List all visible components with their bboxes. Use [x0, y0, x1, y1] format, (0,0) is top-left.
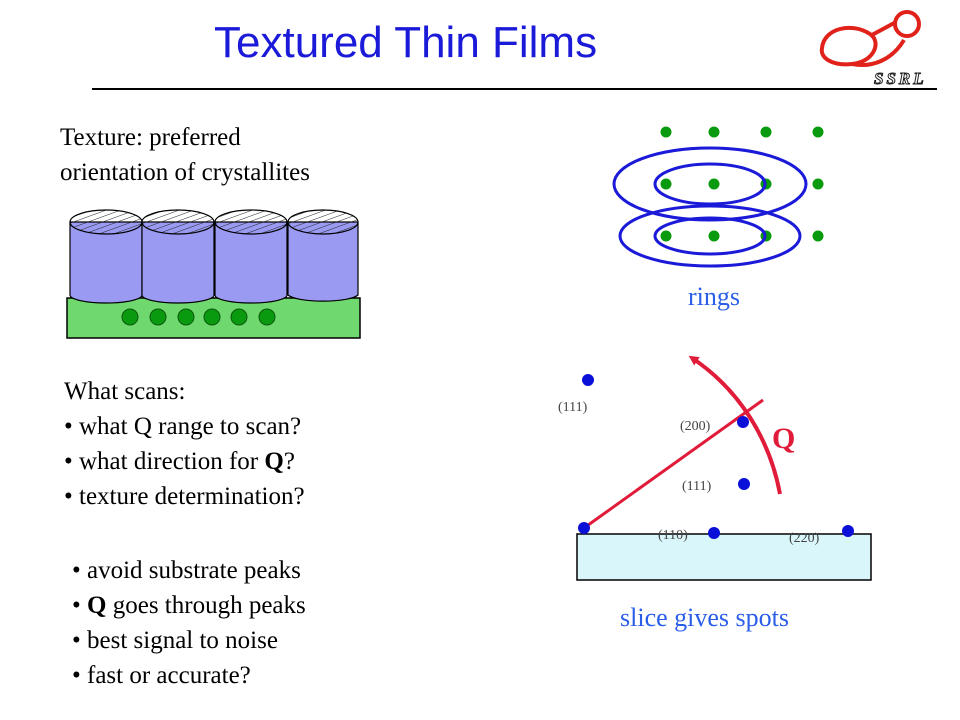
definition-line-2: orientation of crystallites: [60, 159, 310, 186]
crystallite-diagram: [66, 209, 361, 339]
spot-origin: [578, 522, 590, 534]
scans-heading: What scans:: [64, 378, 186, 405]
substrate-atom: [177, 308, 195, 326]
rings-diagram: [612, 126, 824, 268]
substrate-atom: [203, 308, 221, 326]
definition-line-1: Texture: preferred: [60, 124, 241, 151]
answer-item: • avoid substrate peaks: [72, 557, 301, 584]
texture-definition: Texture: preferred orientation of crysta…: [60, 120, 310, 190]
slice-diagram: (111) (200) (111) (110) (220) Q: [558, 355, 872, 581]
spot-111: [738, 478, 750, 490]
logo-ring-icon: [819, 10, 921, 67]
ring-inner-lower: [653, 216, 767, 256]
title-divider: [92, 88, 937, 90]
q-vector-line: [583, 398, 764, 530]
ring-lattice-dots: [660, 126, 824, 242]
scans-block: What scans: • what Q range to scan? • wh…: [64, 374, 305, 514]
spot-200: [737, 416, 749, 428]
slice-label: slice gives spots: [620, 603, 789, 632]
lattice-dot: [660, 178, 672, 190]
answer-item: • best signal to noise: [72, 627, 278, 654]
lattice-dot: [812, 230, 824, 242]
grain-2: [141, 209, 215, 304]
spot-111-top: [582, 374, 594, 386]
grain-3: [214, 209, 288, 304]
peak-label-200: (200): [680, 419, 711, 434]
peak-label-111-top: (111): [558, 400, 588, 415]
ring-inner-upper: [653, 162, 767, 206]
lattice-dot: [812, 178, 824, 190]
q-arc-arrow: [688, 355, 782, 495]
peak-label-111: (111): [682, 479, 712, 494]
grain-4: [287, 209, 359, 302]
logo-text: SSRL: [874, 69, 927, 88]
substrate-atom: [121, 308, 139, 326]
q-label: Q: [772, 422, 795, 455]
peak-label-220: (220): [789, 531, 820, 546]
substrate-atoms: [121, 308, 276, 326]
scans-item: • what Q range to scan?: [64, 413, 302, 440]
lattice-dot: [812, 126, 824, 138]
answer-item: • fast or accurate?: [72, 662, 251, 689]
slice-substrate: [576, 533, 872, 581]
answer-item: • Q goes through peaks: [72, 592, 306, 619]
peak-label-110: (110): [658, 528, 688, 543]
answers-block: • avoid substrate peaks • Q goes through…: [72, 553, 306, 693]
rings-label: rings: [688, 282, 740, 311]
substrate-atom: [149, 308, 167, 326]
scans-item: • what direction for Q?: [64, 448, 295, 475]
spot-220: [842, 525, 854, 537]
page-title: Textured Thin Films: [214, 18, 598, 67]
lattice-dot: [660, 126, 672, 138]
lattice-dot: [760, 126, 772, 138]
diffraction-spots: [578, 374, 854, 539]
grain-1: [69, 209, 143, 304]
spot-110: [708, 527, 720, 539]
lattice-dot: [708, 230, 720, 242]
lattice-dot: [708, 126, 720, 138]
ring-outer-upper: [612, 146, 808, 222]
substrate-atom: [230, 308, 248, 326]
ssrl-logo: SSRL: [819, 10, 927, 89]
scans-item: • texture determination?: [64, 483, 305, 510]
lattice-dot: [708, 178, 720, 190]
substrate-atom: [258, 308, 276, 326]
ring-outer-lower: [618, 204, 802, 268]
lattice-dot: [660, 230, 672, 242]
